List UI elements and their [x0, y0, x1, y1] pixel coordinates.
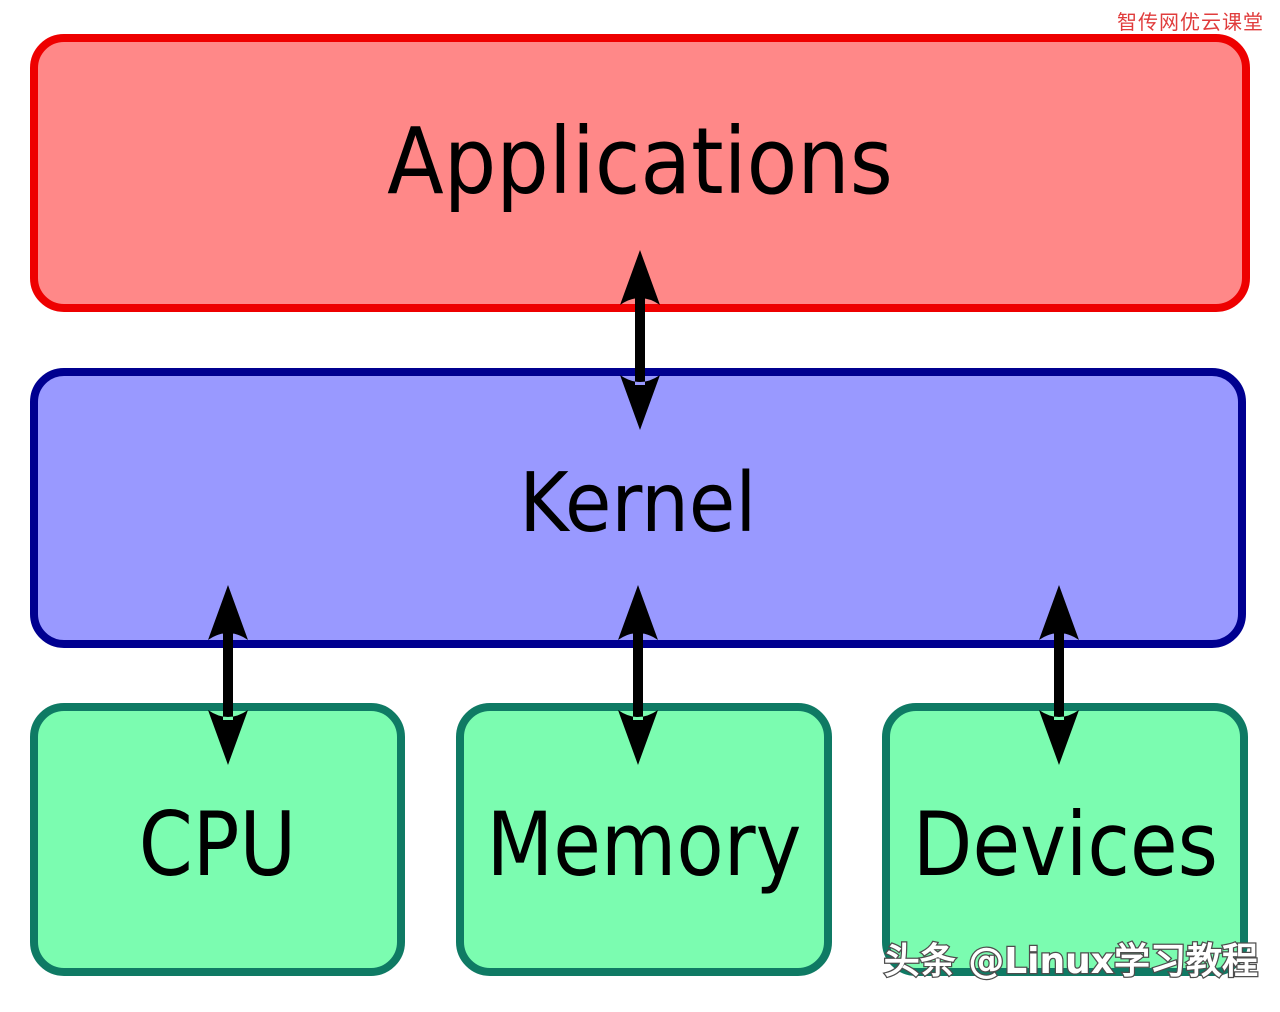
box-kernel-label: Kernel: [519, 456, 757, 551]
box-devices-label: Devices: [912, 792, 1218, 896]
box-kernel: Kernel: [30, 368, 1246, 648]
box-applications-label: Applications: [387, 108, 893, 215]
watermark-bottom: 头条 @Linux学习教程: [882, 940, 1259, 984]
box-applications: Applications: [30, 34, 1250, 312]
box-memory: Memory: [456, 703, 832, 976]
box-memory-label: Memory: [486, 792, 802, 896]
box-cpu: CPU: [30, 703, 405, 976]
box-cpu-label: CPU: [138, 792, 297, 896]
watermark-top: 智传网优云课堂: [1117, 10, 1264, 34]
